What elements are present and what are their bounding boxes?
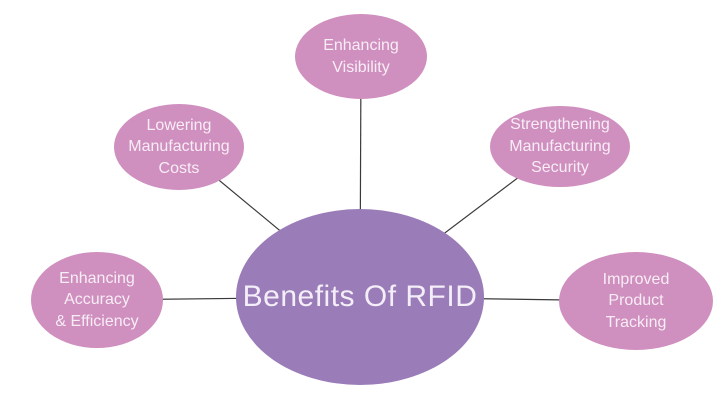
node-enhancing-accuracy-efficiency-label: Enhancing Accuracy & Efficiency — [55, 269, 139, 330]
center-node-label: Benefits Of RFID — [242, 280, 478, 313]
node-lowering-manufacturing-costs: Lowering Manufacturing Costs — [114, 104, 244, 190]
node-enhancing-visibility-label: Enhancing Visibility — [323, 36, 399, 76]
node-strengthening-manufacturing-security: Strengthening Manufacturing Security — [490, 106, 630, 187]
node-strengthening-manufacturing-security-label: Strengthening Manufacturing Security — [509, 116, 611, 177]
node-lowering-manufacturing-costs-label: Lowering Manufacturing Costs — [128, 116, 230, 177]
center-node: Benefits Of RFID — [236, 209, 484, 385]
node-enhancing-accuracy-efficiency: Enhancing Accuracy & Efficiency — [31, 252, 163, 348]
node-improved-product-tracking: Improved Product Tracking — [559, 252, 713, 350]
node-enhancing-visibility: Enhancing Visibility — [295, 14, 427, 99]
node-improved-product-tracking-label: Improved Product Tracking — [602, 270, 670, 331]
